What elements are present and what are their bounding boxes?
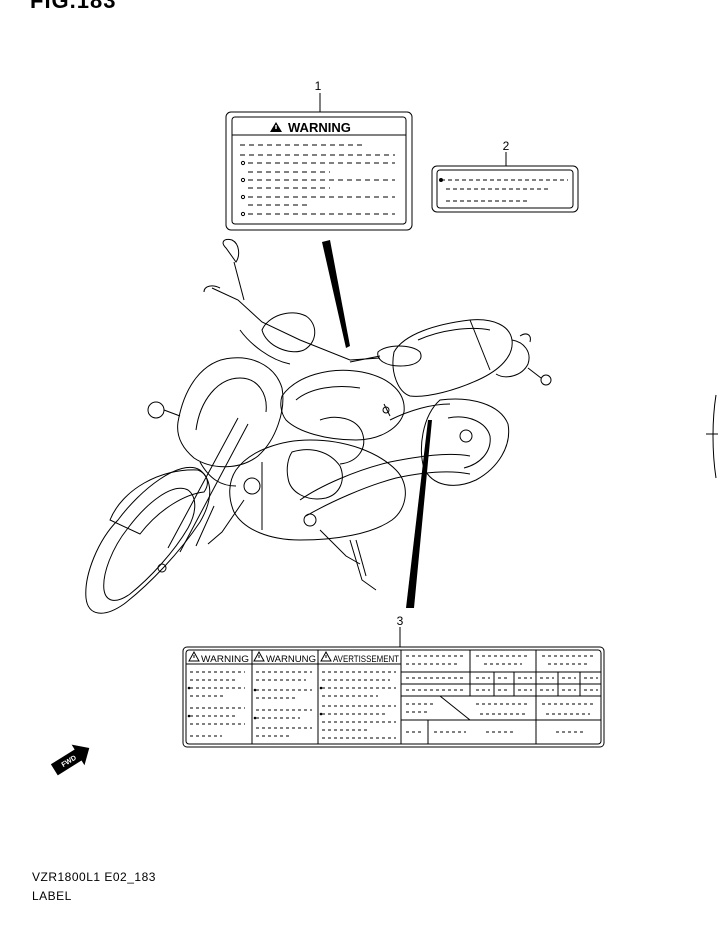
motorcycle-illustration [85,239,552,614]
label-1-outer [225,111,413,231]
label-3-spec-table [401,650,601,744]
leader-arrow-1 [322,240,350,348]
label-3-heading-en: WARNING [201,654,249,664]
footer-figure-name: LABEL [32,889,72,903]
footer-figure-code: VZR1800L1 E02_183 [32,870,156,884]
label-2[interactable] [431,152,579,213]
label-1-heading: WARNING [288,120,351,135]
callout-3: 3 [397,614,404,628]
callout-1: 1 [315,79,322,93]
label-2-outer [431,165,579,213]
warning-triangle-icon [253,650,265,662]
edge-mark [712,394,717,479]
warning-triangle-icon [270,122,282,132]
label-2-text-lines [441,179,568,202]
leader-arrow-3 [406,420,432,608]
label-3-heading-fr: AVERTISSEMENT [333,654,399,664]
label-1-bullets [240,160,246,217]
callout-2: 2 [503,139,510,153]
fwd-arrow-icon [50,744,90,776]
label-3-inner [185,649,602,745]
label-3-outer [182,646,605,748]
label-3-warning-text-lines [190,671,396,739]
figure-title: FIG.183 [30,0,117,13]
label-1[interactable] [225,93,413,231]
label-3[interactable] [182,627,605,748]
label-1-text-lines [240,144,404,225]
label-2-inner [436,169,574,209]
label-1-inner [231,116,407,225]
warning-triangle-icon [320,650,332,662]
label-3-heading-de: WARNUNG [266,654,316,664]
warning-triangle-icon [188,650,200,662]
